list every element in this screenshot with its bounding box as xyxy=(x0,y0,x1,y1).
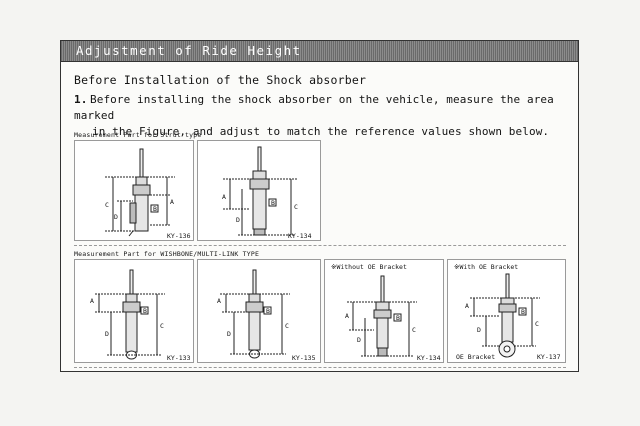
step-number: 1. xyxy=(74,93,88,106)
strut-diagram-ky-136 xyxy=(105,148,175,237)
panel-ky-135: A D B C KY-135 xyxy=(197,259,321,363)
dimension-c-label: C xyxy=(285,322,289,330)
step-text-line-2: in the Figure, and adjust to match the r… xyxy=(92,125,550,138)
dimension-c-label: C xyxy=(412,326,416,334)
dimension-b-label: B xyxy=(266,307,270,315)
model-label: KY-133 xyxy=(167,354,191,362)
strut-diagram-ky-134 xyxy=(223,146,298,236)
step-1: 1.Before installing the shock absorber o… xyxy=(74,92,578,140)
section-header-bar: Adjustment of Ride Height xyxy=(61,41,578,62)
model-label: KY-137 xyxy=(537,353,561,361)
panel-ky-133: A D B C KY-133 xyxy=(74,259,194,363)
dimension-a-label: A xyxy=(222,193,226,201)
section-heading: Before Installation of the Shock absorbe… xyxy=(74,73,367,87)
dimension-d-label: D xyxy=(236,216,240,224)
dimension-a-label: A xyxy=(217,297,221,305)
dimension-a-label: A xyxy=(90,297,94,305)
dimension-c-label: C xyxy=(535,320,539,328)
dimension-b-label: B xyxy=(153,205,157,213)
dimension-d-label: D xyxy=(114,213,118,221)
dimension-c-label: C xyxy=(294,203,298,211)
model-label: KY-135 xyxy=(292,354,316,362)
dimension-b-label: B xyxy=(143,307,147,315)
dimension-a-label: A xyxy=(465,302,469,310)
panel-ky-137-with-bracket: ※With OE Bracket A D B C OE Br xyxy=(447,259,566,363)
multilink-diagram-ky-135 xyxy=(220,269,290,359)
panel-ky-134-strut: A D B C KY-134 xyxy=(197,140,321,241)
dimension-c-label: C xyxy=(105,201,109,209)
dimension-a-label: A xyxy=(345,312,349,320)
dimension-c-label: C xyxy=(160,322,164,330)
model-label: KY-134 xyxy=(417,354,441,362)
multilink-section-label: Measurement Part for WISHBONE/MULTI-LINK… xyxy=(74,250,260,258)
multilink-diagram-ky-133 xyxy=(95,269,165,360)
step-text-line-1: Before installing the shock absorber on … xyxy=(74,93,554,122)
header-title: Adjustment of Ride Height xyxy=(76,43,302,58)
dimension-b-label: B xyxy=(271,199,275,207)
model-label: KY-134 xyxy=(288,232,312,240)
dimension-d-label: D xyxy=(105,330,109,338)
bottom-divider xyxy=(74,367,566,368)
dimension-b-label: B xyxy=(521,308,525,316)
panel-title: ※Without OE Bracket xyxy=(331,263,407,271)
section-divider xyxy=(74,245,566,246)
dimension-a-label: A xyxy=(170,198,174,206)
dimension-d-label: D xyxy=(477,326,481,334)
oe-bracket-label: OE Bracket xyxy=(456,353,496,361)
dimension-b-label: B xyxy=(396,314,400,322)
multilink-diagram-ky-137 xyxy=(470,273,540,358)
dimension-d-label: D xyxy=(357,336,361,344)
dimension-d-label: D xyxy=(227,330,231,338)
strut-section-label: Measurement Part for Strut type xyxy=(74,131,202,139)
instruction-sheet: Adjustment of Ride Height Before Install… xyxy=(60,40,579,372)
panel-ky-136: C D B A KY-136 xyxy=(74,140,194,241)
panel-ky-134-without-bracket: ※Without OE Bracket A D B C KY-134 xyxy=(324,259,444,363)
panel-title: ※With OE Bracket xyxy=(454,263,519,271)
multilink-diagram-ky-134 xyxy=(347,275,417,357)
model-label: KY-136 xyxy=(167,232,191,240)
